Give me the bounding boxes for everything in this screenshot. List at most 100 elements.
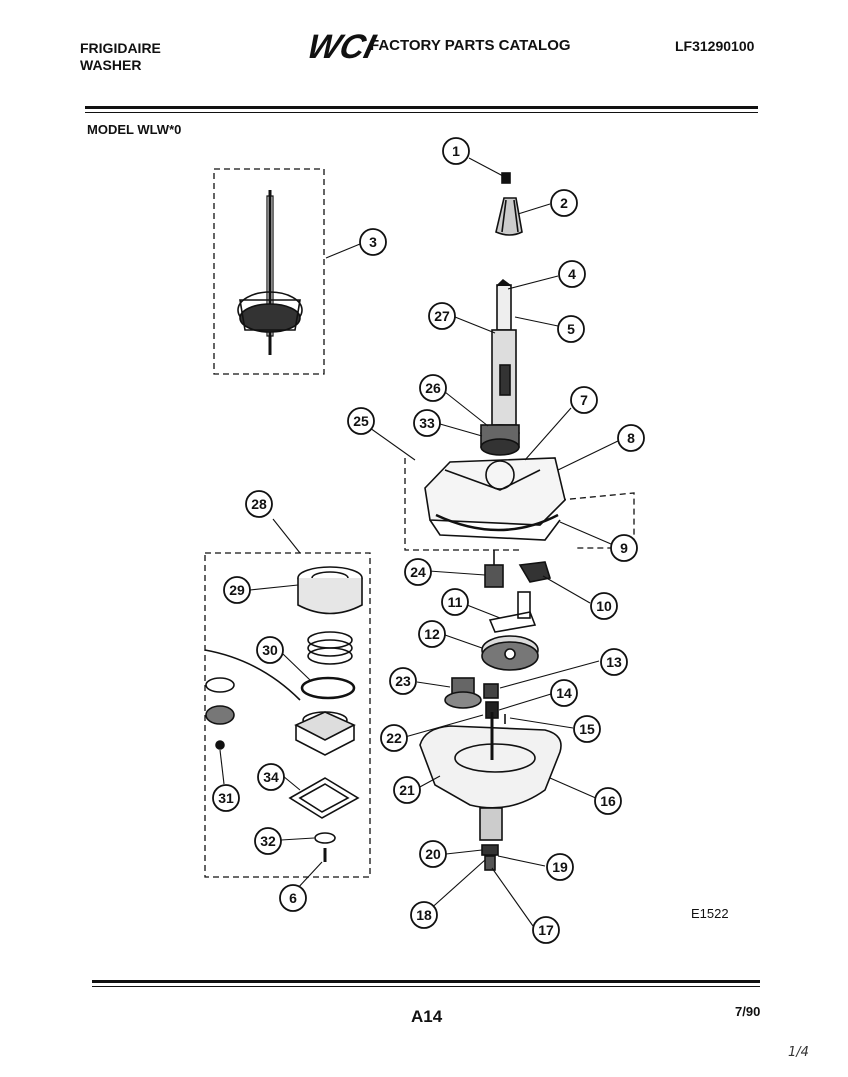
appliance-type: WASHER [80,57,142,73]
callout-label: 31 [218,790,234,806]
callout-label: 21 [399,782,415,798]
callout-label: 7 [580,392,588,408]
part-23-gear [444,677,482,709]
seal-spring [307,631,353,665]
wci-logo: WCI [304,28,381,65]
part-34-gasket [288,777,360,819]
callout-label: 14 [556,685,572,701]
header-rule-bottom [85,112,758,113]
part-29-seal-ring [297,566,363,615]
callout-label: 16 [600,793,616,809]
callout-label: 15 [579,721,595,737]
callout-6: 6 [279,884,307,912]
callout-33: 33 [413,409,441,437]
part-27-agitator-shaft [491,278,517,426]
callout-label: 6 [289,890,297,906]
page-date: 7/90 [735,1004,761,1019]
callout-7: 7 [570,386,598,414]
header-rule-top [85,106,758,109]
callout-16: 16 [594,787,622,815]
callout-31: 31 [212,784,240,812]
callout-17: 17 [532,916,560,944]
callout-label: 24 [410,564,426,580]
callout-label: 19 [552,859,568,875]
part-17-shaft-end [484,855,496,871]
callout-label: 22 [386,730,402,746]
callout-label: 17 [538,922,554,938]
callout-28: 28 [245,490,273,518]
callout-1: 1 [442,137,470,165]
callout-label: 32 [260,833,276,849]
callout-18: 18 [410,901,438,929]
callout-3: 3 [359,228,387,256]
callout-30: 30 [256,636,284,664]
page-number: A14 [411,1007,443,1026]
svg-text:WCI: WCI [304,28,381,65]
callout-label: 9 [620,540,628,556]
callout-label: 30 [262,642,278,658]
callout-label: 11 [448,594,463,610]
callout-label: 18 [416,907,432,923]
callout-13: 13 [600,648,628,676]
callout-label: 28 [251,496,267,512]
callout-4: 4 [558,260,586,288]
part-32-washer [314,832,336,844]
brand-block: FRIGIDAIRE WASHER [80,40,161,74]
callout-14: 14 [550,679,578,707]
shaft-assembly-box [213,168,325,375]
callout-15: 15 [573,715,601,743]
callout-label: 25 [353,413,369,429]
callout-21: 21 [393,776,421,804]
part-31-bearing [204,649,301,750]
part-12-main-gear [481,635,539,671]
callout-32: 32 [254,827,282,855]
seal-kit-box [204,552,371,878]
callout-11: 11 [441,588,469,616]
part-33-gear [480,424,520,456]
leader-lines [219,157,621,927]
callout-2: 2 [550,189,578,217]
part-30-o-ring [300,676,356,700]
part-13-gear [483,683,499,699]
part-25-gearcase-cover [424,457,566,541]
callout-label: 27 [434,308,450,324]
callout-20: 20 [419,840,447,868]
catalog-number: LF31290100 [675,38,755,54]
callout-27: 27 [428,302,456,330]
callout-24: 24 [404,558,432,586]
callout-label: 8 [627,430,635,446]
callout-label: 12 [424,626,440,642]
brand-name: FRIGIDAIRE [80,40,161,56]
part-9-gasket [435,513,559,532]
callout-label: 2 [560,195,568,211]
callout-label: 26 [425,380,441,396]
callout-26: 26 [419,374,447,402]
callout-9: 9 [610,534,638,562]
callout-22: 22 [380,724,408,752]
callout-23: 23 [389,667,417,695]
callout-label: 33 [419,415,435,431]
footer-rule-bottom [92,986,760,987]
seal-housing [294,711,356,756]
callout-8: 8 [617,424,645,452]
callout-19: 19 [546,853,574,881]
callout-label: 4 [568,266,576,282]
handwritten-note: 1/4 [788,1045,809,1060]
callout-12: 12 [418,620,446,648]
callout-29: 29 [223,576,251,604]
callout-label: 34 [263,769,279,785]
part-11-crank [488,591,537,633]
callout-label: 29 [229,582,245,598]
callout-label: 20 [425,846,441,862]
part-1-screw [501,172,511,184]
part-3-drive-shaft [237,190,303,355]
footer-rule-top [92,980,760,983]
callout-label: 5 [567,321,575,337]
callout-10: 10 [590,592,618,620]
callout-25: 25 [347,407,375,435]
part-20-nut [481,844,499,856]
callout-label: 1 [452,143,460,159]
catalog-title: FACTORY PARTS CATALOG [370,37,571,54]
callout-label: 13 [606,654,622,670]
